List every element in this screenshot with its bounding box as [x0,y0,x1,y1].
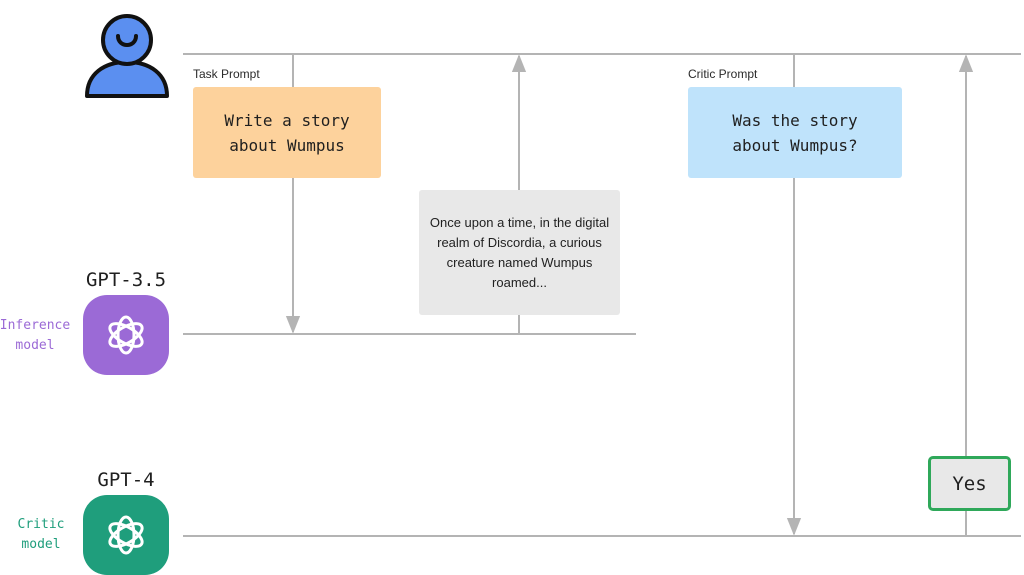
task-prompt-box: Write a story about Wumpus [193,87,381,178]
openai-logo-icon [108,515,144,555]
critic-prompt-caption: Critic Prompt [688,67,758,81]
user-icon [85,14,169,98]
critic-answer-box: Yes [928,456,1011,511]
openai-logo-icon [108,315,144,355]
openai-icon [83,495,169,575]
openai-icon [83,295,169,375]
task-prompt-caption: Task Prompt [193,67,260,81]
critic-prompt-text: Was the story about Wumpus? [732,110,858,155]
critic-prompt-box: Was the story about Wumpus? [688,87,902,178]
critic-answer-text: Yes [952,472,987,495]
inference-model-role: Inference model [0,318,71,353]
critic-model-role: Critic model [17,517,65,552]
story-output-text: Once upon a time, in the digital realm o… [429,214,610,290]
story-output-box: Once upon a time, in the digital realm o… [419,190,620,315]
task-prompt-text: Write a story about Wumpus [224,110,350,155]
critic-model-name: GPT-4 [97,469,155,491]
inference-model-name: GPT-3.5 [85,269,167,291]
